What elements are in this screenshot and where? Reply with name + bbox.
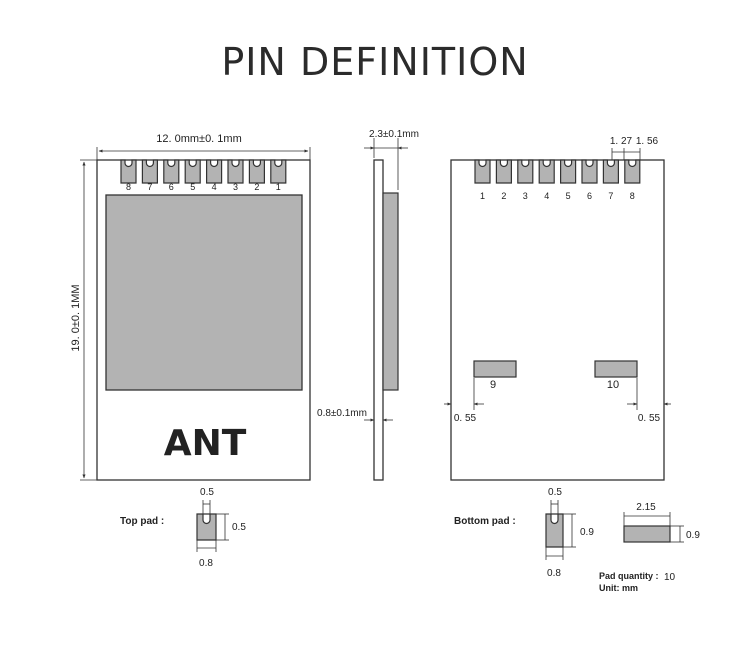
pitch-a-label: 1. 27 [610,136,633,147]
side-view: 2.3±0.1mm 0.8±0.1mm [317,129,419,481]
side-board [373,159,384,481]
front-pin-row: 8 7 6 5 4 3 2 1 [120,159,287,192]
front-pin-8 [120,159,137,184]
top-pad-width-top: 0.5 [200,487,214,498]
pad-quantity-value: 10 [664,572,676,583]
back-view: 1 2 3 4 5 6 7 8 9 10 1. 27 1. 56 0. 55 0. 55 [444,136,671,481]
width-dimension-label: 12. 0mm±0. 1mm [156,133,242,145]
thickness-board-label: 0.8±0.1mm [317,408,367,419]
antenna-label: ANT [164,423,247,464]
top-pad-shape [196,513,217,541]
back-pin-7 [602,159,619,184]
front-pin-label-4: 4 [212,182,217,192]
pad-10-label: 10 [607,379,619,391]
pad-10 [594,360,638,378]
pad-quantity-label: Pad quantity : [599,571,659,581]
bottom-pad-shape [545,513,564,548]
notes: Pad quantity : 10 Unit: mm [599,571,676,593]
front-pin-label-5: 5 [190,182,195,192]
back-pin-label-3: 3 [523,191,528,201]
front-pin-label-2: 2 [254,182,259,192]
edge-left-label: 0. 55 [454,413,477,424]
unit-label: Unit: mm [599,583,638,593]
back-pin-1 [474,159,491,184]
top-pad-width-bottom: 0.8 [199,558,213,569]
front-pin-label-6: 6 [169,182,174,192]
back-pin-2 [495,159,512,184]
bottom-pad-width-top: 0.5 [548,487,562,498]
front-pin-5 [184,159,201,184]
front-pin-6 [163,159,180,184]
back-pin-label-7: 7 [608,191,613,201]
back-pin-row: 1 2 3 4 5 6 7 8 [474,159,641,201]
back-board-outline [450,159,665,481]
top-pad-label: Top pad : [120,516,164,527]
back-pin-5 [560,159,577,184]
bottom-pad-detail: Bottom pad : 0.5 0.9 0.8 [454,487,594,579]
back-pin-label-4: 4 [544,191,549,201]
back-pin-6 [581,159,598,184]
back-pin-label-2: 2 [501,191,506,201]
back-pin-label-5: 5 [566,191,571,201]
pad-9-label: 9 [490,379,496,391]
pitch-b-label: 1. 56 [636,136,659,147]
front-pin-2 [248,159,265,184]
front-pin-7 [141,159,158,184]
bottom-pad-label: Bottom pad : [454,516,516,527]
large-pad-height: 0.9 [686,530,700,541]
back-pin-4 [538,159,555,184]
front-pin-label-7: 7 [147,182,152,192]
front-pin-4 [206,159,223,184]
bottom-pad-height: 0.9 [580,527,594,538]
large-pad-shape [623,525,671,543]
shield-can [105,194,303,391]
front-pin-label-8: 8 [126,182,131,192]
edge-right-label: 0. 55 [638,413,661,424]
front-pin-1 [270,159,287,184]
large-pad-detail: 2.15 0.9 [623,502,700,543]
back-pin-8 [624,159,641,184]
back-pin-label-8: 8 [630,191,635,201]
top-pad-height: 0.5 [232,522,246,533]
front-view: 8 7 6 5 4 3 2 1 ANT 12. 0mm±0. 1mm 19. 0±0. 1MM [70,133,311,481]
bottom-pad-width-bottom: 0.8 [547,568,561,579]
thickness-top-label: 2.3±0.1mm [369,129,419,140]
front-pin-label-3: 3 [233,182,238,192]
side-shield [382,192,399,391]
pad-9 [473,360,517,378]
height-dimension-label: 19. 0±0. 1MM [70,284,82,351]
front-pin-3 [227,159,244,184]
back-pin-label-6: 6 [587,191,592,201]
top-pad-detail: Top pad : 0.5 0.5 0.8 [120,487,246,569]
back-pin-3 [517,159,534,184]
back-pin-label-1: 1 [480,191,485,201]
large-pad-width: 2.15 [636,502,656,513]
front-pin-label-1: 1 [276,182,281,192]
page-title: PIN DEFINITION [221,40,529,84]
